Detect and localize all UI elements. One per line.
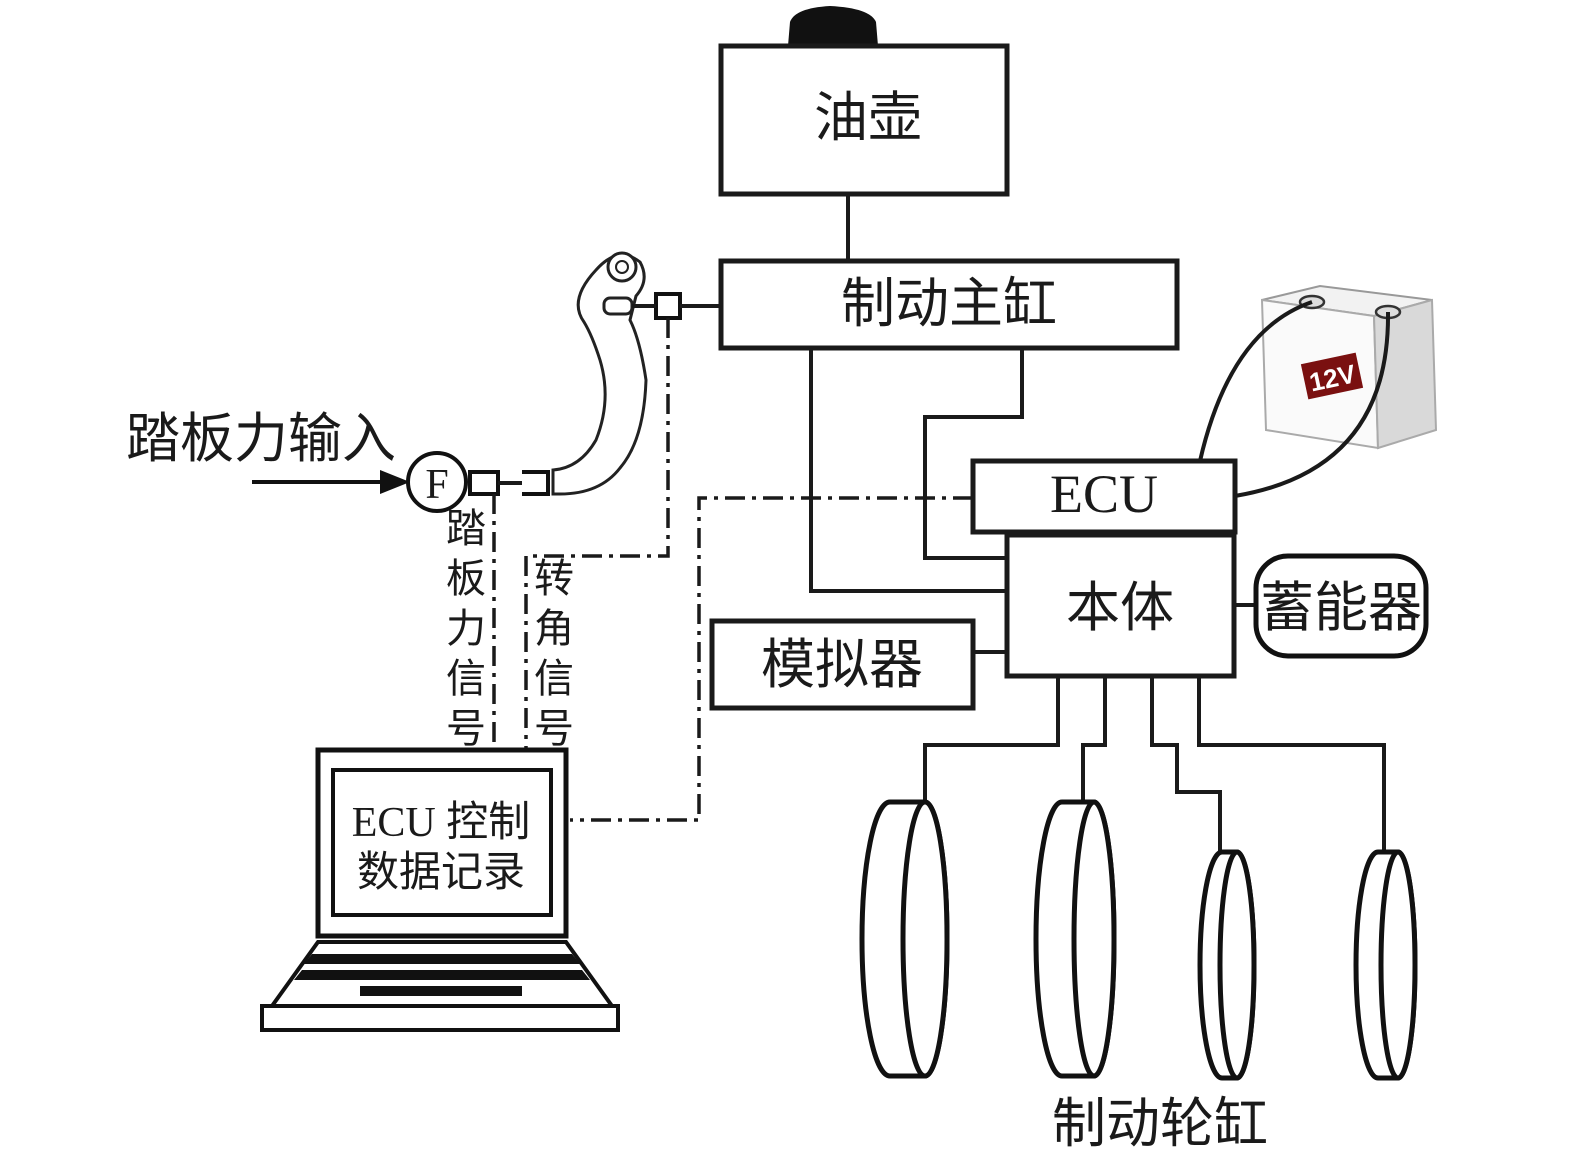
angle-signal-label: 转 角 信 号 (534, 556, 574, 751)
laptop-spacebar (360, 986, 522, 996)
wheel-4-face (1378, 849, 1418, 1081)
wheel-line-3 (1150, 676, 1222, 852)
laptop: ECU 控制 数据记录 (260, 747, 620, 1032)
battery: 12V (1260, 284, 1438, 450)
body-box (1004, 532, 1237, 679)
force-sensor-plug (468, 470, 500, 496)
wheel-cylinder-4 (1353, 849, 1418, 1081)
force-sensor-label: F (425, 462, 448, 508)
pedal-force-signal-char: 力 (446, 606, 486, 651)
ecu: ECU (970, 458, 1238, 535)
body-unit: 本体 (1004, 532, 1237, 679)
pedal-force-signal-label: 踏 板 力 信 号 (446, 506, 486, 751)
input-arrow-head (380, 470, 410, 494)
pedal-force-signal-char: 踏 (446, 506, 486, 551)
ecu-data-line (570, 496, 973, 822)
pedal-force-signal-char: 板 (446, 556, 486, 601)
master-cylinder-label: 制动主缸 (841, 274, 1057, 334)
wheel-line-4 (1197, 676, 1386, 852)
simulator: 模拟器 (709, 618, 976, 711)
battery-wire-1 (1198, 300, 1313, 462)
body-label: 本体 (1066, 578, 1174, 638)
master-to-body-line-2 (923, 348, 1024, 560)
angle-signal-line (524, 318, 670, 748)
laptop-screen (331, 768, 553, 917)
force-sensor (406, 451, 468, 513)
simulator-box (709, 618, 976, 711)
oil-pot-cap (788, 6, 878, 46)
oil-pot: 油壶 (718, 6, 1010, 197)
angle-signal-char: 信 (534, 656, 574, 701)
wheel-cylinder-1 (859, 799, 950, 1079)
accumulator: 蓄能器 (1253, 553, 1429, 659)
ecu-box (970, 458, 1238, 535)
pedal-pivot-center (615, 260, 629, 274)
pedal-force-signal-char: 号 (446, 706, 486, 751)
laptop-front-edge (260, 1004, 620, 1032)
battery-side (1372, 298, 1438, 450)
oil-pot-box (718, 43, 1010, 197)
master-to-body-line-1 (809, 348, 1007, 593)
laptop-text-line1: ECU 控制 (352, 800, 531, 846)
accumulator-box (1253, 553, 1429, 659)
laptop-keys-row-1 (304, 954, 580, 964)
pedal-rod-end (602, 296, 634, 316)
angle-signal-char: 转 (534, 556, 574, 601)
pedal-force-input-label: 踏板力输入 (126, 409, 396, 469)
pedal-force-signal-char: 信 (446, 656, 486, 701)
wheel-line-1 (923, 676, 1060, 804)
brake-pedal (551, 251, 648, 496)
angle-signal-char: 角 (534, 606, 574, 651)
angle-signal-char: 号 (534, 706, 574, 751)
pedal-foot-clamp (522, 470, 550, 496)
battery-12v-badge (1300, 352, 1364, 400)
pedal-arm-outline (551, 253, 648, 496)
wheel-cylinder-2 (1033, 799, 1117, 1079)
battery-wire-2 (1234, 311, 1391, 498)
laptop-text-line2: 数据记录 (357, 850, 525, 896)
wheel-1-face (900, 799, 950, 1079)
wheel-cylinder-3 (1197, 849, 1257, 1081)
angle-sensor (654, 292, 682, 320)
wheel-cylinders-label: 制动轮缸 (1052, 1094, 1268, 1154)
wheel-2-face (1071, 799, 1117, 1079)
oil-pot-label: 油壶 (814, 88, 922, 148)
wheel-line-2 (1081, 676, 1107, 804)
wheel-3-face (1217, 849, 1257, 1081)
master-cylinder: 制动主缸 (718, 258, 1180, 351)
accumulator-label: 蓄能器 (1260, 578, 1422, 638)
ecu-label: ECU (1050, 464, 1158, 524)
laptop-keys-row-2 (294, 970, 590, 980)
force-input: 踏板力输入 F (126, 409, 550, 513)
simulator-label: 模拟器 (761, 635, 923, 695)
